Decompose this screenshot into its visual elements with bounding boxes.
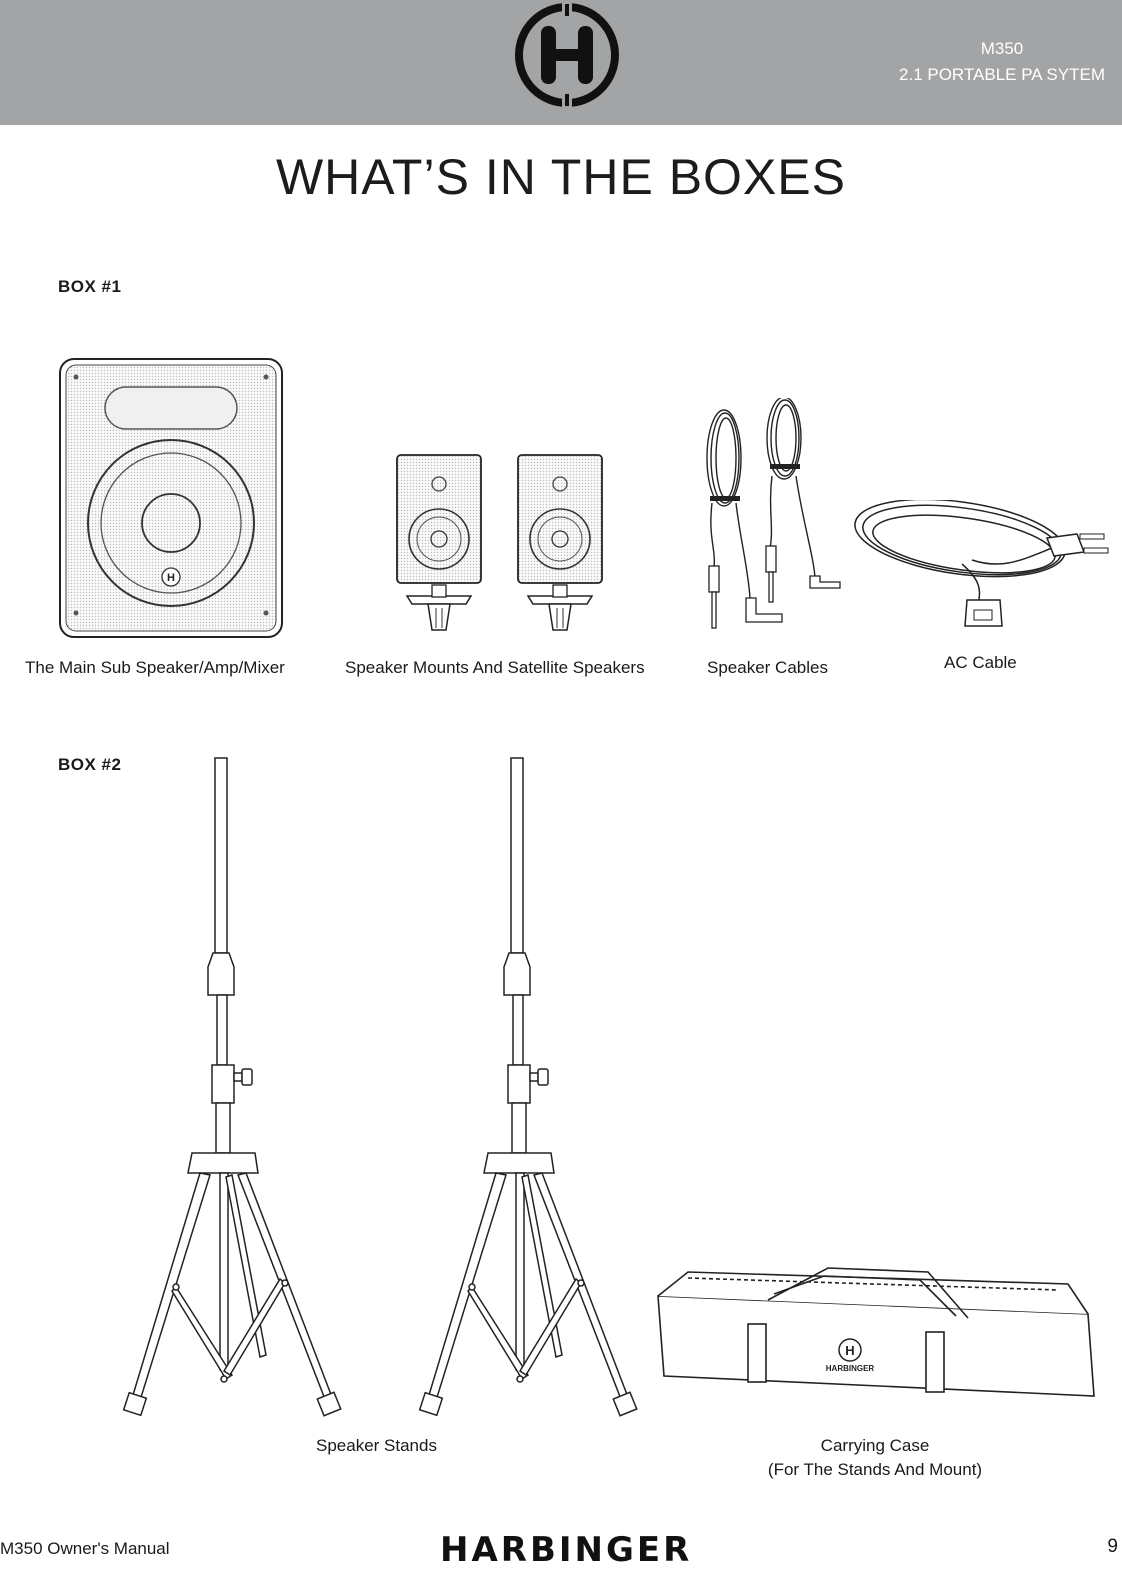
caption-ac-cable: AC Cable: [944, 653, 1017, 672]
subwoofer-speaker-illustration-icon: H: [59, 358, 283, 638]
model-number: M350: [980, 39, 1024, 58]
box1-label: BOX #1: [58, 277, 122, 296]
caption-carrying-case-line1: Carrying Case: [820, 1436, 930, 1455]
caption-speaker-cables: Speaker Cables: [707, 658, 828, 677]
header-bar: M350 2.1 PORTABLE PA SYTEM: [0, 0, 1122, 125]
carrying-case-illustration-icon: H HARBINGER: [657, 1267, 1095, 1397]
speaker-stands-illustration-icon: [122, 757, 638, 1417]
ac-cable-illustration-icon: [854, 500, 1109, 627]
svg-text:H: H: [845, 1343, 854, 1358]
box2-label: BOX #2: [58, 755, 122, 774]
model-info: M350 2.1 PORTABLE PA SYTEM: [882, 36, 1122, 88]
caption-main-sub: The Main Sub Speaker/Amp/Mixer: [25, 658, 285, 677]
caption-carrying-case: Carrying Case (For The Stands And Mount): [760, 1436, 990, 1480]
satellite-speakers-illustration-icon: [396, 454, 603, 631]
product-name: 2.1 PORTABLE PA SYTEM: [899, 65, 1105, 84]
caption-satellite-speakers: Speaker Mounts And Satellite Speakers: [345, 658, 645, 677]
footer-manual-title: M350 Owner's Manual: [0, 1539, 170, 1558]
svg-text:H: H: [167, 572, 175, 584]
caption-speaker-stands: Speaker Stands: [316, 1436, 437, 1455]
harbinger-h-logo-icon: [515, 2, 619, 108]
page-title: WHAT’S IN THE BOXES: [275, 149, 846, 205]
page-number: 9: [1107, 1536, 1118, 1557]
case-brand-print: HARBINGER: [826, 1364, 875, 1373]
harbinger-wordmark: HARBINGER: [440, 1530, 693, 1570]
caption-carrying-case-line2: (For The Stands And Mount): [767, 1460, 983, 1479]
speaker-cables-illustration-icon: [706, 398, 841, 629]
